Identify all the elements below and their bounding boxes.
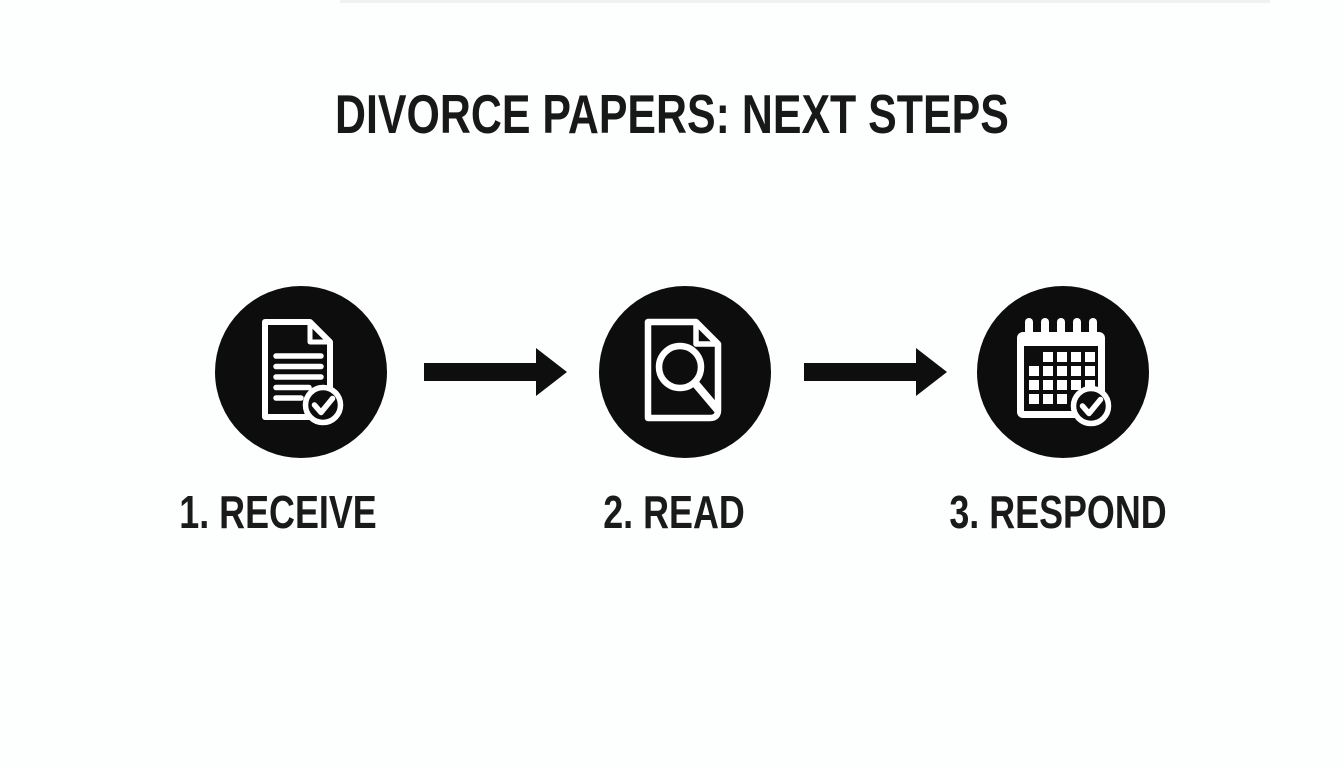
top-edge-artifact: [340, 0, 1270, 3]
step-3-label: 3. RESPOND: [919, 489, 1198, 535]
arrow-shaft: [424, 363, 536, 381]
calendar-check-icon: [1017, 318, 1112, 427]
step-2-label: 2. READ: [583, 489, 764, 535]
arrow-right-icon: [804, 348, 947, 396]
step-1-circle: [215, 286, 387, 458]
step-3-label-text: 3. RESPOND: [949, 486, 1167, 538]
arrow-head: [916, 348, 947, 396]
document-search-icon: [644, 318, 722, 422]
arrow-head: [536, 348, 567, 396]
step-1-label: 1. RECEIVE: [151, 489, 404, 535]
step-2-label-text: 2. READ: [603, 486, 745, 538]
step-2-circle: [599, 286, 771, 458]
step-1-label-text: 1. RECEIVE: [179, 486, 377, 538]
page-title-text: DIVORCE PAPERS: NEXT STEPS: [335, 83, 1009, 145]
arrow-shaft: [804, 363, 916, 381]
arrow-right-icon: [424, 348, 567, 396]
page-title: DIVORCE PAPERS: NEXT STEPS: [0, 83, 1344, 145]
step-3-circle: [977, 286, 1149, 458]
document-check-icon: [262, 319, 344, 426]
